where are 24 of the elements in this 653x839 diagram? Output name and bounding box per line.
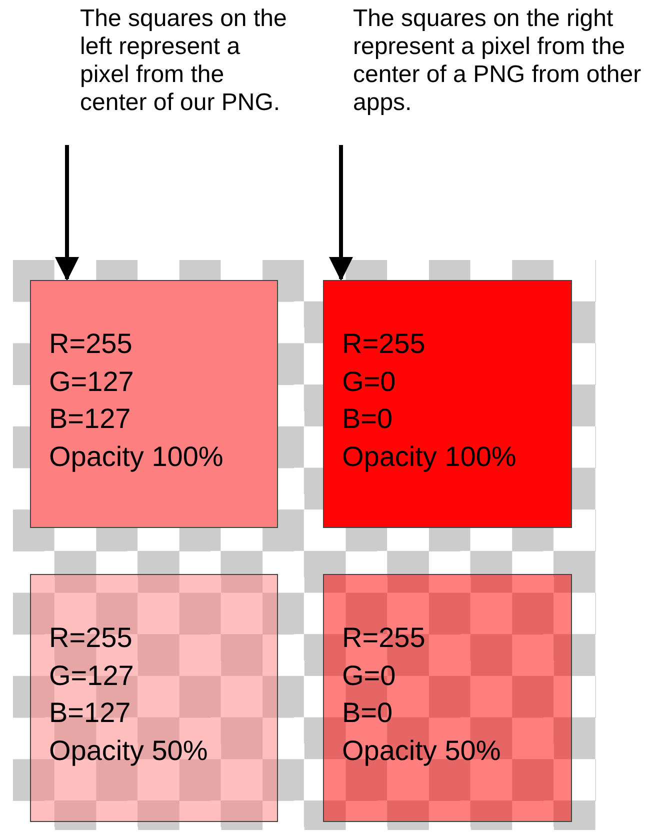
explanation-note: The squares on the right represent a pixel from the center of a PNG from other apps.	[353, 5, 648, 117]
explanation-note: The squares on the left represent a pixel from the center of our PNG.	[80, 5, 295, 117]
color-value-label: R=255	[342, 621, 426, 655]
color-value-label: G=127	[49, 658, 134, 692]
color-value-label: Opacity 100%	[342, 440, 516, 474]
color-value-label: Opacity 50%	[49, 734, 208, 768]
arrow	[55, 145, 79, 281]
pixel-color-square	[30, 280, 278, 528]
color-value-label: G=0	[342, 364, 396, 398]
pixel-color-square	[30, 574, 278, 822]
pixel-color-square	[323, 280, 572, 528]
color-value-label: B=0	[342, 402, 393, 436]
color-value-label: B=127	[49, 402, 131, 436]
color-value-label: G=0	[342, 658, 396, 692]
color-value-label: Opacity 50%	[342, 734, 501, 768]
color-value-label: G=127	[49, 364, 134, 398]
color-value-label: R=255	[49, 327, 132, 361]
color-value-label: B=127	[49, 696, 131, 730]
arrow	[329, 145, 353, 281]
pixel-color-square	[323, 574, 572, 822]
color-value-label: R=255	[49, 621, 132, 655]
color-value-label: B=0	[342, 696, 393, 730]
color-value-label: R=255	[342, 327, 426, 361]
color-value-label: Opacity 100%	[49, 440, 224, 474]
